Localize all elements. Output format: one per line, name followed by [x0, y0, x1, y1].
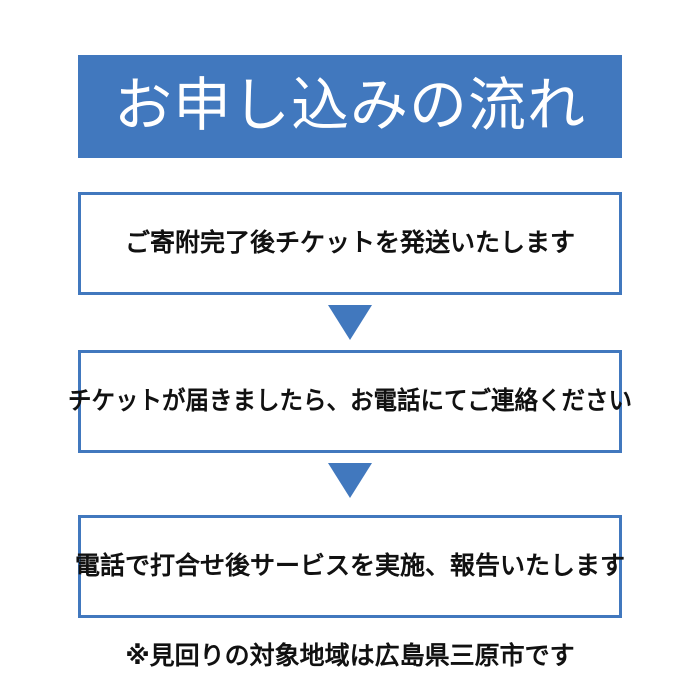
page-title: お申し込みの流れ	[113, 72, 586, 138]
triangle-down-icon	[328, 463, 372, 498]
footnote-text: ※見回りの対象地域は広島県三原市です	[125, 642, 575, 670]
title-banner: お申し込みの流れ	[78, 55, 622, 158]
flow-step-3: 電話で打合せ後サービスを実施、報告いたします	[75, 515, 626, 618]
flow-step-1-label: ご寄附完了後チケットを発送いたします	[124, 229, 575, 257]
triangle-down-icon	[328, 305, 372, 340]
flow-step-2-label: チケットが届きましたら、お電話にてご連絡ください	[68, 387, 633, 415]
flow-step-3-label: 電話で打合せ後サービスを実施、報告いたします	[75, 552, 626, 580]
flow-step-1: ご寄附完了後チケットを発送いたします	[78, 192, 622, 295]
flow-step-2: チケットが届きましたら、お電話にてご連絡ください	[68, 350, 632, 453]
